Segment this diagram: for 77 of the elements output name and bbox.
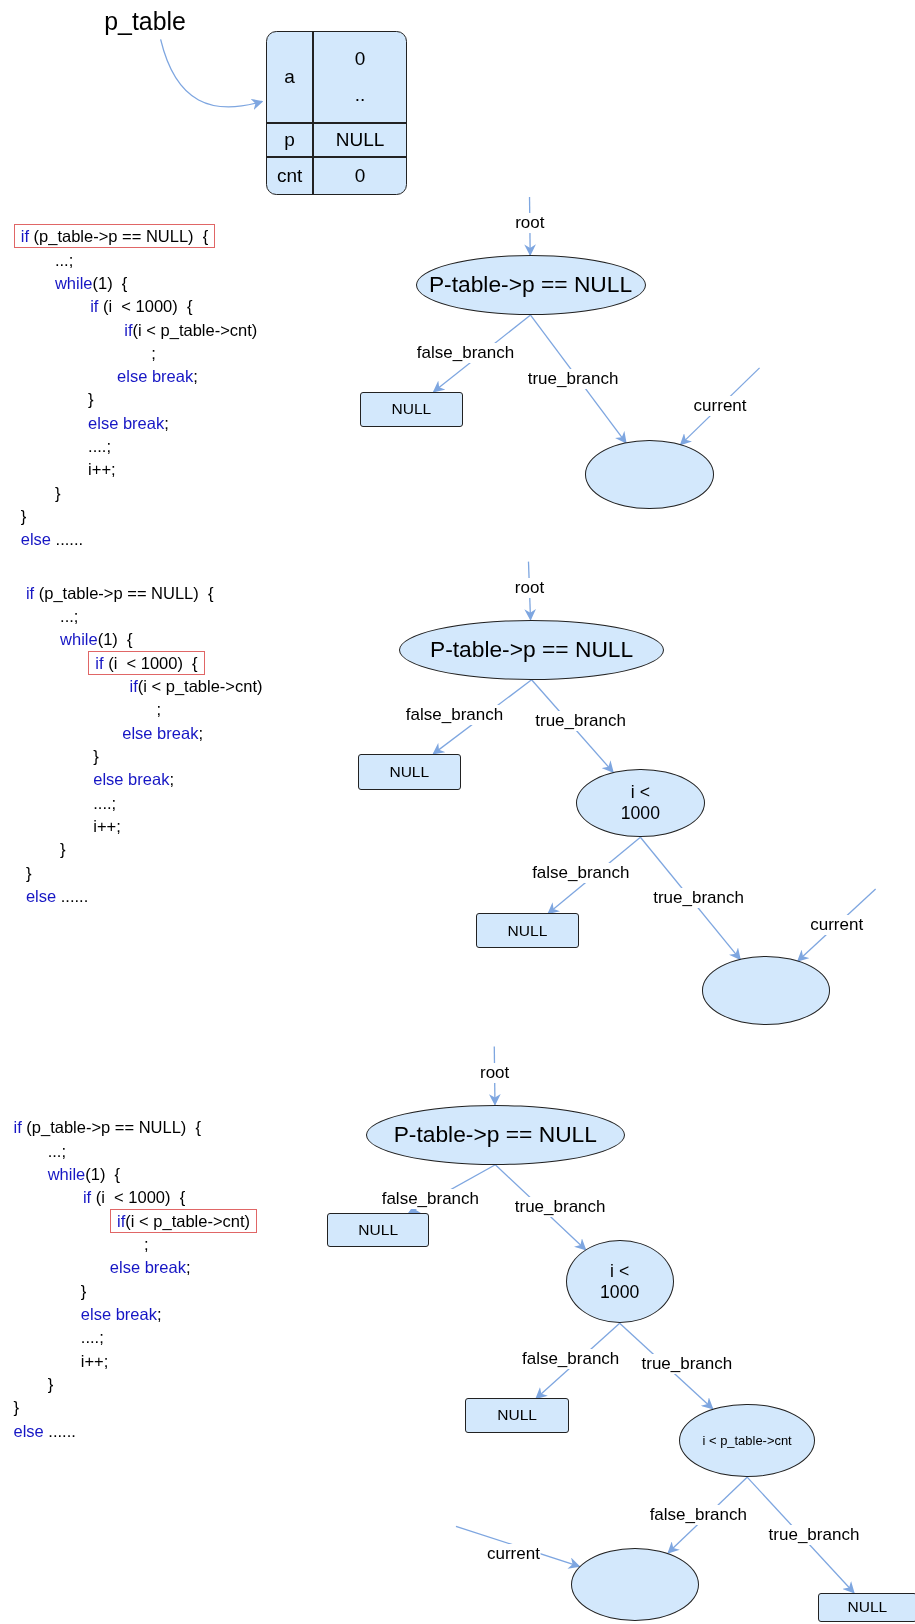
null-box: NULL	[327, 1212, 429, 1248]
arrow	[159, 38, 264, 110]
edge-label: false_branch	[520, 1348, 621, 1369]
edge-label: true_branch	[640, 1353, 734, 1374]
code-line: while(1) {	[60, 629, 133, 650]
code-line: else break;	[109, 1257, 191, 1278]
code-line: i++;	[88, 459, 116, 480]
code-line: }	[88, 389, 94, 410]
edge-label: true_branch	[767, 1524, 861, 1545]
edge-label: true_branch	[526, 368, 620, 389]
code-line: }	[60, 839, 66, 860]
code-line: }	[54, 482, 61, 503]
code-line: if (p_table->p == NULL) {	[25, 582, 214, 603]
condition-ellipse: P-table->p == NULL	[398, 619, 665, 680]
code-line: }	[47, 1373, 54, 1394]
code-line: else ......	[20, 529, 84, 550]
edge-label: false_branch	[415, 343, 516, 364]
code-line: else ......	[13, 1420, 76, 1441]
code-line: else break;	[117, 366, 198, 387]
code-line: ;	[144, 1234, 149, 1254]
code-line: if (i < 1000) {	[82, 1187, 186, 1208]
null-box: NULL	[358, 753, 461, 791]
code-line: if (i < 1000) {	[90, 296, 193, 317]
edge-label: false_branch	[380, 1189, 480, 1210]
edge-label: true_branch	[513, 1197, 607, 1218]
code-line: if(i < p_table->cnt)	[124, 319, 258, 340]
code-line: }	[13, 1397, 19, 1418]
condition-ellipse: i < 1000	[576, 768, 705, 838]
code-line: ;	[151, 342, 156, 363]
code-line: while(1) {	[47, 1164, 121, 1185]
struct-table	[266, 31, 408, 195]
edge-label: current	[809, 915, 865, 936]
table-cell: a	[267, 32, 314, 125]
edge-label: root	[513, 577, 546, 598]
edge-label: true_branch	[652, 888, 745, 909]
condition-ellipse: i < 1000	[565, 1240, 674, 1324]
code-line: else break;	[80, 1303, 162, 1324]
table-cell-text: 0	[353, 164, 367, 189]
null-box: NULL	[818, 1592, 915, 1622]
edge-label: root	[479, 1062, 511, 1083]
code-line: }	[93, 745, 99, 766]
code-line: ....;	[80, 1327, 104, 1348]
code-line: while(1) {	[54, 272, 128, 293]
code-line: ....;	[88, 436, 111, 457]
code-line: i++;	[80, 1350, 109, 1371]
condition-ellipse: i < p_table->cnt	[679, 1403, 815, 1478]
edge-label: false_branch	[404, 704, 505, 725]
edge-label: true_branch	[534, 710, 627, 731]
table-cell: p	[267, 124, 314, 159]
null-box: NULL	[465, 1398, 569, 1433]
code-line: ....;	[93, 792, 117, 813]
code-line: ...;	[60, 606, 79, 627]
edge-label: current	[692, 396, 748, 417]
code-line: ...;	[54, 249, 74, 270]
code-line: }	[25, 862, 32, 883]
code-line: else break;	[93, 769, 174, 790]
table-cell: 0 ..	[313, 32, 407, 125]
table-cell: NULL	[313, 124, 407, 159]
code-line: else break;	[122, 722, 203, 743]
condition-ellipse: P-table->p == NULL	[365, 1104, 625, 1165]
code-line: }	[20, 506, 27, 527]
code-line: ...;	[47, 1140, 66, 1161]
table-cell: cnt	[267, 158, 314, 194]
code-line: ;	[156, 699, 162, 720]
edge-label: root	[514, 212, 546, 233]
condition-ellipse: P-table->p == NULL	[415, 254, 646, 315]
null-box: NULL	[360, 391, 463, 427]
pointer-label: p_table	[104, 6, 186, 36]
code-line: i++;	[93, 815, 121, 836]
edge-label: false_branch	[531, 863, 631, 884]
null-box: NULL	[476, 913, 579, 948]
code-line: if (p_table->p == NULL) {	[13, 1117, 202, 1138]
code-line: if(i < p_table->cnt)	[129, 676, 263, 696]
code-line: else break;	[88, 412, 169, 433]
code-line: }	[80, 1280, 87, 1301]
edge-label: false_branch	[648, 1505, 748, 1525]
code-line: else ......	[25, 885, 89, 906]
